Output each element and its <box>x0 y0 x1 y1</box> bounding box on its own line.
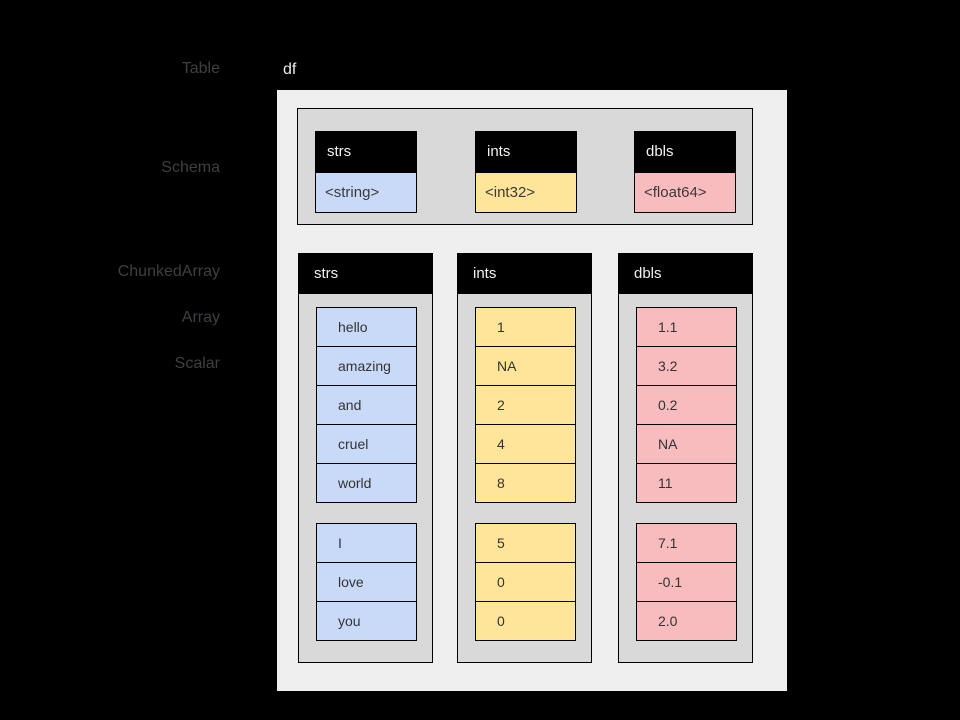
schema-field-name: ints <box>476 132 576 172</box>
array-cell: 11 <box>636 463 737 503</box>
label-schema: Schema <box>161 159 220 176</box>
array-cell: 0.2 <box>636 385 737 425</box>
array-cell: 5 <box>475 523 576 563</box>
array-cell: world <box>316 463 417 503</box>
label-table: Table <box>181 60 220 77</box>
schema-field-type: <string> <box>316 172 416 212</box>
array-cell: NA <box>475 346 576 386</box>
array-cell: and <box>316 385 417 425</box>
array-cell: 8 <box>475 463 576 503</box>
schema-field-type: <int32> <box>476 172 576 212</box>
array-cell: 0 <box>475 601 576 641</box>
schema-field-type: <float64> <box>635 172 735 212</box>
array-cell: -0.1 <box>636 562 737 602</box>
chunked-array-name: ints <box>458 254 591 294</box>
array-cell: 7.1 <box>636 523 737 563</box>
label-chunked-array: ChunkedArray <box>117 263 220 280</box>
array-cell: cruel <box>316 424 417 464</box>
array-cell: you <box>316 601 417 641</box>
table-title: df <box>283 61 297 78</box>
array-cell: amazing <box>316 346 417 386</box>
array-cell: 1.1 <box>636 307 737 347</box>
schema-field-dbls: dbls<float64> <box>634 131 736 213</box>
array-cell: 0 <box>475 562 576 602</box>
schema-box: strs<string> ints<int32> dbls<float64> <box>297 108 753 225</box>
array-cell: NA <box>636 424 737 464</box>
chunked-array-name: dbls <box>619 254 752 294</box>
array-cell: 4 <box>475 424 576 464</box>
array-cell: hello <box>316 307 417 347</box>
array-cell: I <box>316 523 417 563</box>
schema-field-ints: ints<int32> <box>475 131 577 213</box>
label-array: Array <box>181 309 220 326</box>
chunked-array-name: strs <box>299 254 432 294</box>
table-box: strs<string>ints<int32>dbls<float64> str… <box>277 90 787 691</box>
schema-field-strs: strs<string> <box>315 131 417 213</box>
label-scalar: Scalar <box>174 355 220 372</box>
array-cell: 2 <box>475 385 576 425</box>
schema-field-name: dbls <box>635 132 735 172</box>
schema-field-name: strs <box>316 132 416 172</box>
array-cell: 1 <box>475 307 576 347</box>
array-cell: love <box>316 562 417 602</box>
array-cell: 2.0 <box>636 601 737 641</box>
array-cell: 3.2 <box>636 346 737 386</box>
